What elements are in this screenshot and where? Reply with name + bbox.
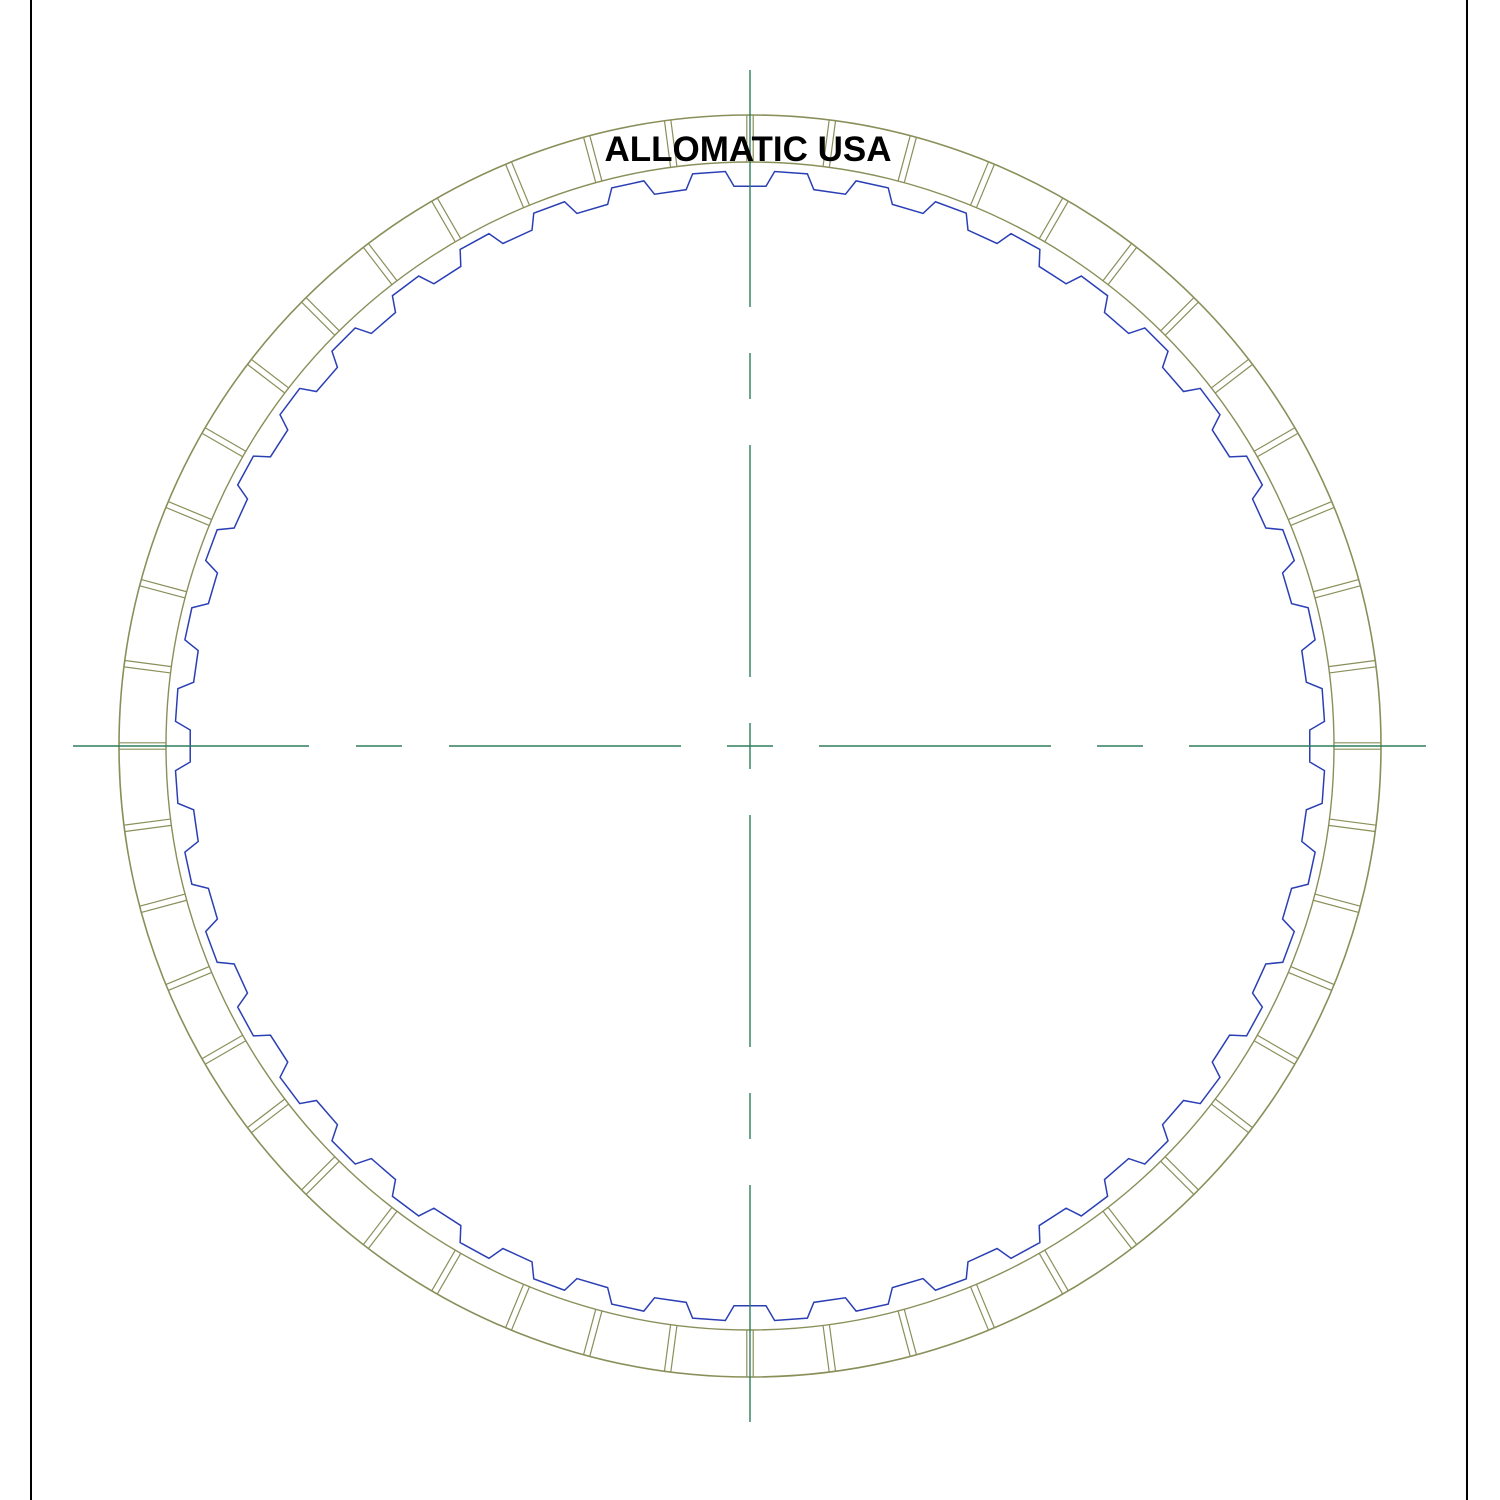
friction-groove-line xyxy=(969,161,990,206)
friction-groove-line xyxy=(362,1207,393,1246)
friction-groove-line xyxy=(1253,427,1296,452)
friction-groove-line xyxy=(1164,301,1199,336)
friction-groove-line xyxy=(250,358,289,389)
friction-groove-line xyxy=(1329,818,1377,826)
friction-groove-line xyxy=(1214,1098,1253,1129)
friction-groove-line xyxy=(975,164,995,208)
friction-groove-line xyxy=(367,1210,398,1249)
friction-groove-line xyxy=(305,297,340,332)
friction-groove-line xyxy=(1328,824,1376,833)
friction-groove-line xyxy=(589,135,603,182)
friction-groove-line xyxy=(897,1310,911,1357)
friction-groove-line xyxy=(436,197,462,239)
friction-groove-line xyxy=(204,427,247,452)
friction-groove-line xyxy=(505,1284,525,1328)
friction-groove-line xyxy=(1290,965,1335,986)
brand-label: ALLOMATIC USA xyxy=(604,130,891,169)
friction-groove-line xyxy=(431,200,456,243)
friction-groove-line xyxy=(670,1325,678,1373)
friction-groove-line xyxy=(301,301,336,336)
friction-groove-line xyxy=(1164,1156,1199,1191)
friction-groove-line xyxy=(1313,579,1359,593)
friction-groove-line xyxy=(141,899,187,913)
friction-groove-line xyxy=(362,246,393,285)
friction-groove-line xyxy=(250,1103,289,1134)
friction-groove-line xyxy=(1107,246,1138,285)
friction-groove-line xyxy=(510,161,531,206)
friction-groove-line xyxy=(1328,659,1376,668)
friction-groove-line xyxy=(367,243,398,282)
friction-groove-line xyxy=(510,1286,531,1331)
friction-groove-line xyxy=(1288,501,1332,521)
friction-groove-line xyxy=(663,1324,672,1372)
centerlines xyxy=(73,70,1426,1422)
friction-groove-line xyxy=(1257,432,1299,458)
friction-groove-line xyxy=(124,659,172,668)
friction-groove-line xyxy=(1102,243,1133,282)
friction-groove-line xyxy=(431,1249,456,1292)
friction-groove-line xyxy=(168,501,212,521)
friction-groove-line xyxy=(903,137,917,183)
friction-groove-line xyxy=(589,1310,603,1357)
friction-groove-line xyxy=(1290,506,1335,527)
friction-groove-line xyxy=(165,965,210,986)
friction-groove-line xyxy=(1211,358,1250,389)
friction-groove-line xyxy=(141,579,187,593)
friction-groove-line xyxy=(1044,200,1069,243)
friction-groove-line xyxy=(1314,585,1361,599)
friction-groove-line xyxy=(1160,1160,1195,1195)
friction-groove-line xyxy=(1102,1210,1133,1249)
friction-groove-line xyxy=(1038,197,1064,239)
friction-groove-line xyxy=(975,1284,995,1328)
friction-groove-line xyxy=(1107,1207,1138,1246)
friction-groove-line xyxy=(123,818,171,826)
friction-groove-line xyxy=(201,432,243,458)
friction-groove-line xyxy=(1038,1253,1064,1295)
friction-groove-line xyxy=(305,1160,340,1195)
friction-groove-line xyxy=(1313,899,1359,913)
friction-groove-line xyxy=(670,119,678,167)
friction-groove-line xyxy=(123,666,171,674)
friction-groove-line xyxy=(1160,297,1195,332)
friction-groove-line xyxy=(1211,1103,1250,1134)
friction-groove-line xyxy=(247,363,286,394)
friction-groove-line xyxy=(822,119,830,167)
friction-groove-line xyxy=(1329,666,1377,674)
friction-groove-line xyxy=(168,971,212,991)
friction-groove-line xyxy=(822,1325,830,1373)
friction-groove-line xyxy=(247,1098,286,1129)
friction-groove-line xyxy=(1314,893,1361,907)
friction-grooves xyxy=(119,115,1381,1377)
friction-groove-line xyxy=(139,585,186,599)
friction-groove-line xyxy=(165,506,210,527)
friction-groove-line xyxy=(505,164,525,208)
friction-groove-line xyxy=(583,137,597,183)
friction-groove-line xyxy=(903,1309,917,1355)
friction-groove-line xyxy=(204,1040,247,1065)
friction-groove-line xyxy=(1257,1034,1299,1060)
friction-groove-line xyxy=(828,1324,837,1372)
friction-groove-line xyxy=(1253,1040,1296,1065)
friction-groove-line xyxy=(1288,971,1332,991)
internal-spline-profile xyxy=(174,170,1326,1322)
friction-groove-line xyxy=(828,120,837,168)
friction-groove-line xyxy=(583,1309,597,1355)
friction-groove-line xyxy=(201,1034,243,1060)
friction-groove-line xyxy=(1214,363,1253,394)
friction-groove-line xyxy=(436,1253,462,1295)
friction-groove-line xyxy=(124,824,172,833)
friction-groove-line xyxy=(897,135,911,182)
friction-groove-line xyxy=(663,120,672,168)
friction-groove-line xyxy=(301,1156,336,1191)
friction-groove-line xyxy=(1044,1249,1069,1292)
friction-groove-line xyxy=(139,893,186,907)
friction-groove-line xyxy=(969,1286,990,1331)
